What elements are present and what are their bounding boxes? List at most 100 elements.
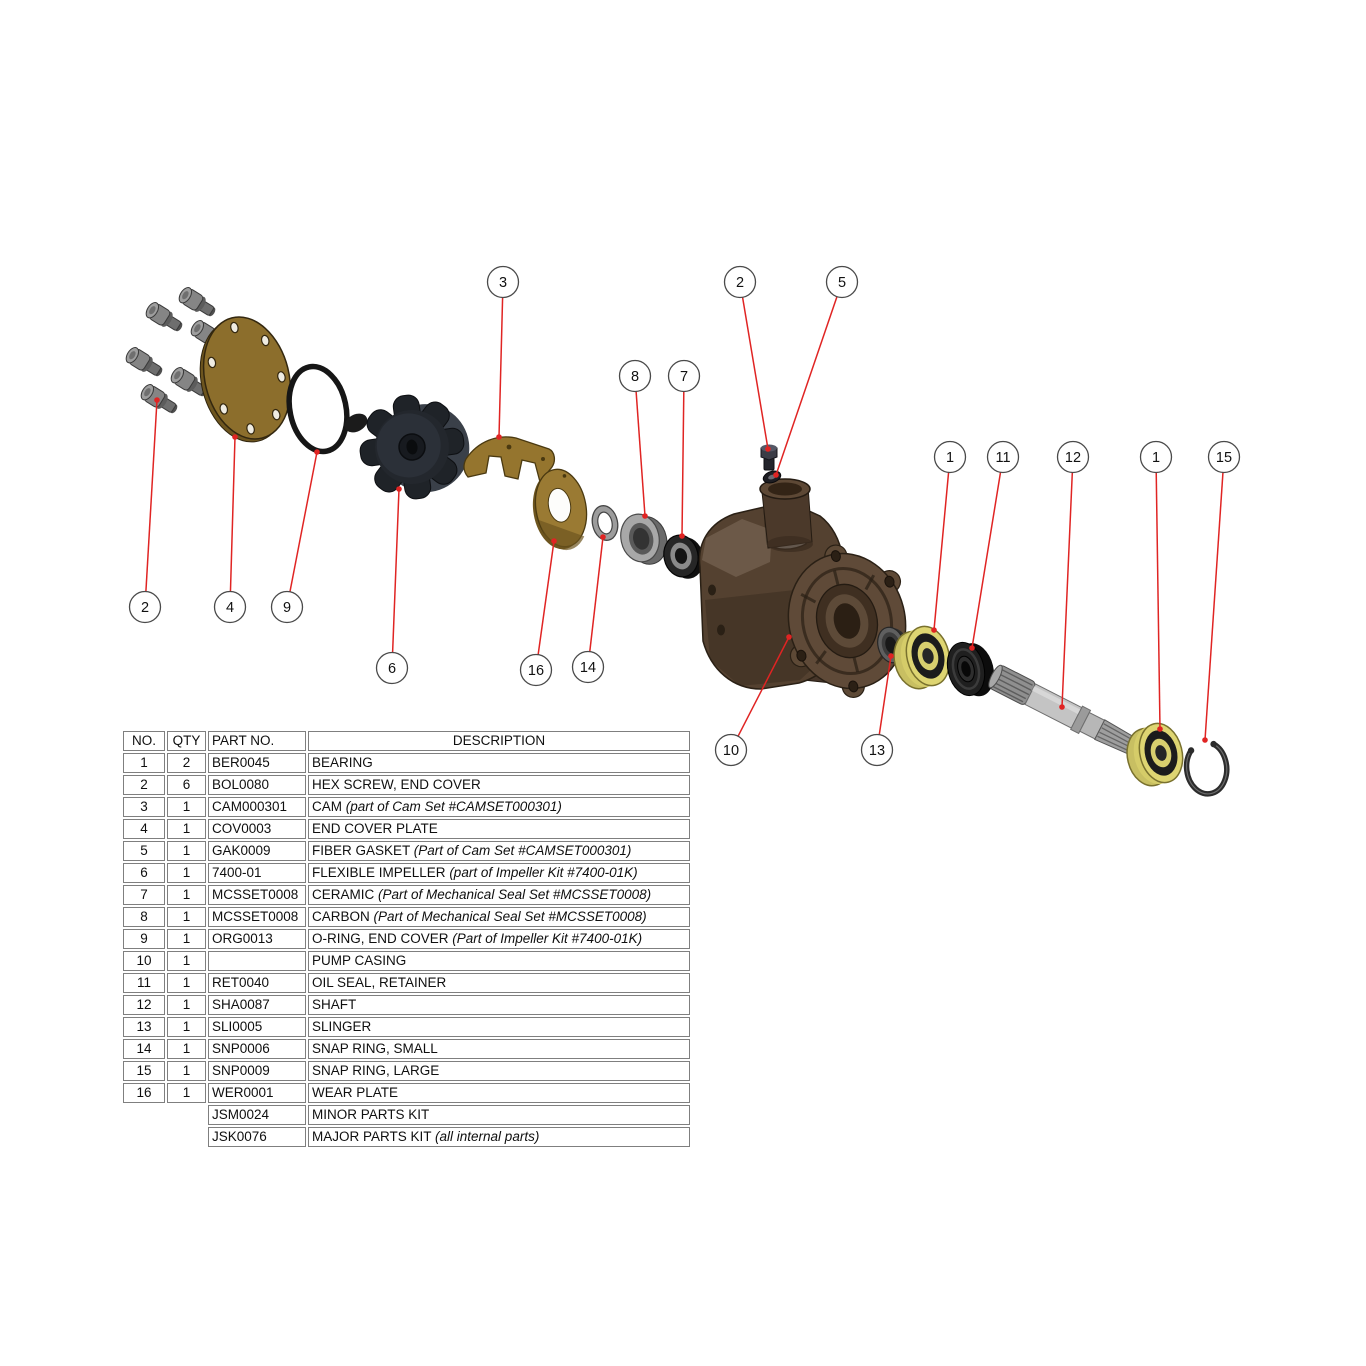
callout-number: 8 xyxy=(631,369,639,385)
cell-qty: 1 xyxy=(167,797,206,817)
callout-circle xyxy=(714,733,748,767)
callout-2: 2 xyxy=(128,397,162,624)
cell-qty: 1 xyxy=(167,819,206,839)
callout-circle xyxy=(933,440,967,474)
leader-endpoint xyxy=(765,446,771,452)
cell-desc: FIBER GASKET (Part of Cam Set #CAMSET000… xyxy=(308,841,690,861)
callout-number: 9 xyxy=(283,600,291,616)
leader-line xyxy=(1061,472,1074,708)
callout-circle xyxy=(519,653,553,687)
cell-part: SHA0087 xyxy=(208,995,306,1015)
callout-4: 4 xyxy=(213,434,247,624)
column-header: QTY xyxy=(167,731,206,751)
callout-number: 2 xyxy=(736,275,744,291)
cell-desc: MAJOR PARTS KIT (all internal parts) xyxy=(308,1127,690,1147)
leader-line xyxy=(878,655,892,735)
callout-circle xyxy=(723,265,757,299)
cell-qty: 1 xyxy=(167,907,206,927)
cell-qty: 1 xyxy=(167,841,206,861)
cell-part: RET0040 xyxy=(208,973,306,993)
leader-line xyxy=(1204,472,1224,741)
callout-number: 10 xyxy=(723,743,739,759)
cell-desc: HEX SCREW, END COVER xyxy=(308,775,690,795)
part-carbon-seal xyxy=(620,513,668,565)
cell-no: 13 xyxy=(123,1017,165,1037)
callout-circle xyxy=(1207,440,1241,474)
cell-part: GAK0009 xyxy=(208,841,306,861)
leader-endpoint xyxy=(773,472,779,478)
leader-endpoint xyxy=(1059,704,1065,710)
part-bearing-outer xyxy=(1120,718,1190,792)
cell-desc: BEARING xyxy=(308,753,690,773)
cell-desc: CARBON (Part of Mechanical Seal Set #MCS… xyxy=(308,907,690,927)
callout-circle xyxy=(375,651,409,685)
part-oil-seal xyxy=(946,641,995,697)
cell-qty: 1 xyxy=(167,1061,206,1081)
cell-qty xyxy=(167,1127,206,1147)
leader-line xyxy=(775,296,838,476)
callout-8: 8 xyxy=(618,359,652,519)
callout-circle xyxy=(986,440,1020,474)
cell-desc: SHAFT xyxy=(308,995,690,1015)
callout-number: 14 xyxy=(580,660,596,676)
cell-desc: CAM (part of Cam Set #CAMSET000301) xyxy=(308,797,690,817)
callout-circle xyxy=(128,590,162,624)
callout-circle xyxy=(667,359,701,393)
leader-endpoint xyxy=(888,653,894,659)
cell-part xyxy=(208,951,306,971)
callout-7: 7 xyxy=(667,359,701,539)
leader-line xyxy=(145,399,158,592)
callout-number: 13 xyxy=(869,743,885,759)
cell-qty: 1 xyxy=(167,885,206,905)
callout-3: 3 xyxy=(486,265,520,440)
callout-circle xyxy=(213,590,247,624)
callout-circle xyxy=(860,733,894,767)
cell-part: SNP0006 xyxy=(208,1039,306,1059)
cell-no: 14 xyxy=(123,1039,165,1059)
callout-11: 11 xyxy=(969,440,1020,651)
part-ceramic-seal xyxy=(663,534,704,579)
cell-desc: SLINGER xyxy=(308,1017,690,1037)
callout-15: 15 xyxy=(1202,440,1241,743)
callout-16: 16 xyxy=(519,538,557,687)
leader-line xyxy=(635,391,646,517)
cell-qty: 1 xyxy=(167,1017,206,1037)
cell-qty: 1 xyxy=(167,1039,206,1059)
callout-9: 9 xyxy=(270,449,320,624)
callout-2: 2 xyxy=(723,265,771,452)
callout-12: 12 xyxy=(1056,440,1090,710)
cell-no: 11 xyxy=(123,973,165,993)
cell-part: MCSSET0008 xyxy=(208,885,306,905)
cell-qty: 1 xyxy=(167,863,206,883)
callout-number: 15 xyxy=(1216,450,1232,466)
part-impeller xyxy=(359,394,470,500)
part-snap-ring-large xyxy=(1183,740,1230,797)
callout-number: 4 xyxy=(226,600,234,616)
callout-number: 1 xyxy=(1152,450,1160,466)
leader-line xyxy=(537,540,555,655)
leader-endpoint xyxy=(1157,726,1163,732)
cell-no: 12 xyxy=(123,995,165,1015)
leader-endpoint xyxy=(969,645,975,651)
callout-number: 16 xyxy=(528,663,544,679)
part-cam xyxy=(463,436,556,484)
part-o-ring xyxy=(286,363,350,455)
column-header: NO. xyxy=(123,731,165,751)
callout-circle xyxy=(825,265,859,299)
cell-desc: SNAP RING, LARGE xyxy=(308,1061,690,1081)
callout-number: 2 xyxy=(141,600,149,616)
cell-qty: 1 xyxy=(167,973,206,993)
cell-qty: 1 xyxy=(167,951,206,971)
cell-part: 7400-01 xyxy=(208,863,306,883)
leader-endpoint xyxy=(496,434,502,440)
leader-line xyxy=(229,436,236,592)
cell-no: 9 xyxy=(123,929,165,949)
callout-number: 7 xyxy=(680,369,688,385)
